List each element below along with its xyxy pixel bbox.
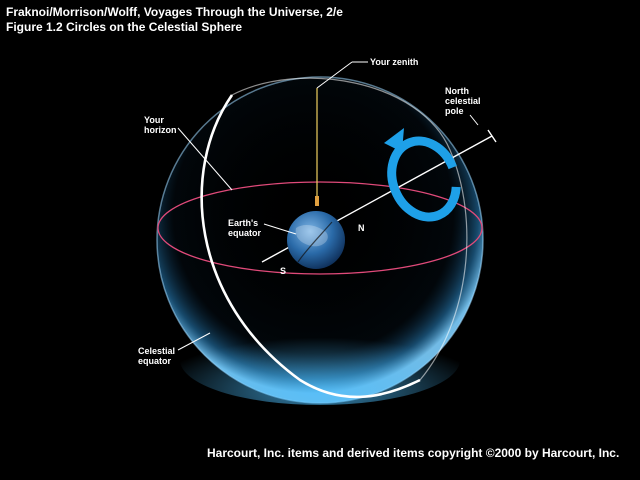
horizon-circle <box>157 181 483 275</box>
rotation-arrow-ring <box>387 136 461 222</box>
label-ncp-line2: celestial <box>445 96 481 106</box>
axis-end-tick <box>487 129 497 143</box>
label-horizon-line1: Your <box>144 115 164 125</box>
label-celestial-equator: Celestial equator <box>138 346 175 366</box>
earth-equator-leader <box>263 223 297 235</box>
label-ncp-line1: North <box>445 86 469 96</box>
celestial-equator-circle <box>200 94 421 399</box>
observer-figure <box>315 196 319 206</box>
celestial-equator-leader <box>177 332 211 351</box>
rotation-arrowhead <box>384 128 404 152</box>
horizon-leader <box>177 127 233 191</box>
label-south: S <box>280 266 287 276</box>
earth-equator-line <box>297 221 333 263</box>
earth-clouds <box>295 225 328 247</box>
label-earth-equator: Earth's equator <box>228 218 261 238</box>
label-earth-equator-line2: equator <box>228 228 262 238</box>
figure-source-title: Fraknoi/Morrison/Wolff, Voyages Through … <box>6 5 343 19</box>
figure-caption: Figure 1.2 Circles on the Celestial Sphe… <box>6 20 243 34</box>
label-horizon-line2: horizon <box>144 125 177 135</box>
ncp-leader <box>469 114 479 126</box>
sphere-bottom-glow <box>180 315 460 405</box>
label-zenith: Your zenith <box>370 57 419 67</box>
label-ncp-line3: pole <box>445 106 464 116</box>
zenith-leader <box>316 61 353 89</box>
label-north-celestial-pole: North celestial pole <box>445 86 481 116</box>
label-north: N <box>358 223 365 233</box>
meridian-circle <box>231 77 468 381</box>
label-celestial-equator-line1: Celestial <box>138 346 176 356</box>
copyright-footer: Harcourt, Inc. items and derived items c… <box>207 446 620 460</box>
label-horizon: Your horizon <box>144 115 177 135</box>
label-celestial-equator-line2: equator <box>138 356 172 366</box>
label-earth-equator-line1: Earth's <box>228 218 259 228</box>
